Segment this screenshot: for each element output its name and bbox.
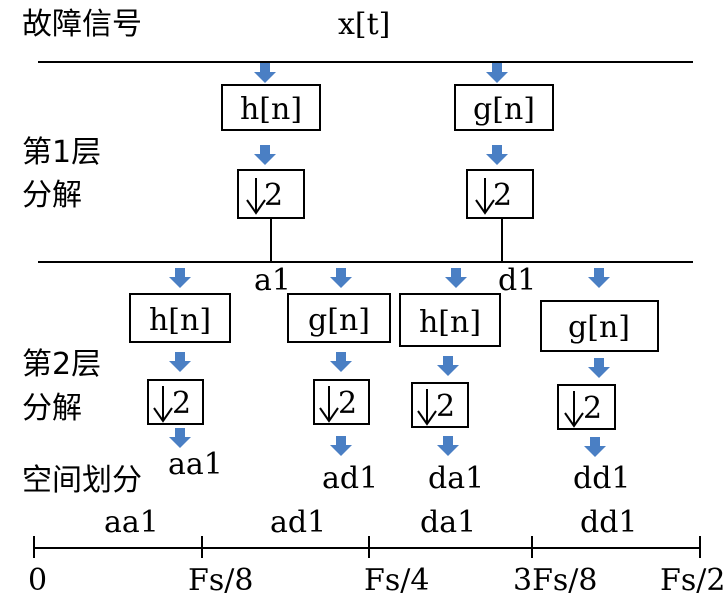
down-arrow-icon bbox=[437, 356, 459, 376]
branch-filter-label: h[n] bbox=[419, 305, 481, 340]
output-da1: da1 bbox=[428, 461, 484, 496]
branch-filter-box bbox=[540, 300, 659, 352]
band-label: da1 bbox=[420, 505, 476, 540]
downsample-factor: 2 bbox=[583, 391, 602, 426]
downsample-box bbox=[411, 382, 469, 428]
output-a1: a1 bbox=[254, 263, 291, 298]
downsample-box bbox=[557, 384, 616, 430]
down-arrow-icon bbox=[254, 145, 276, 165]
level2-label-line2: 分解 bbox=[22, 391, 82, 426]
branch-filter-label: g[n] bbox=[308, 303, 370, 338]
highpass-filter-box bbox=[454, 84, 554, 131]
output-dd1: dd1 bbox=[573, 461, 631, 496]
downsample-factor: 2 bbox=[436, 389, 455, 424]
level1-label-line2: 分解 bbox=[22, 178, 82, 213]
tick-label: Fs/8 bbox=[188, 563, 253, 598]
down-arrow-icon bbox=[588, 358, 610, 378]
highpass-filter-label: g[n] bbox=[473, 92, 535, 127]
down-arrow-icon bbox=[486, 145, 508, 165]
downsample-box bbox=[147, 379, 204, 425]
level2-label-line1: 第2层 bbox=[22, 347, 101, 382]
downsample-box bbox=[466, 169, 534, 219]
down-arrow-icon bbox=[437, 436, 459, 456]
down-arrow-icon bbox=[486, 63, 508, 83]
branch-filter-box bbox=[287, 293, 391, 343]
down-arrow-icon bbox=[330, 352, 352, 372]
tick-label: 3Fs/8 bbox=[513, 563, 598, 598]
level1-label-line1: 第1层 bbox=[22, 135, 101, 170]
branch-filter-box bbox=[399, 293, 501, 347]
downsample-box bbox=[237, 169, 305, 219]
tick-label: 0 bbox=[28, 563, 47, 598]
tick-label: Fs/4 bbox=[364, 563, 429, 598]
down-arrow-icon bbox=[330, 436, 352, 456]
down-arrow-icon bbox=[588, 268, 610, 288]
output-ad1: ad1 bbox=[322, 461, 378, 496]
fault-signal-label: 故障信号 bbox=[22, 7, 142, 42]
down-arrow-icon bbox=[169, 428, 191, 448]
lowpass-filter-box bbox=[221, 84, 321, 131]
downsample-factor: 2 bbox=[264, 178, 283, 213]
lowpass-filter-label: h[n] bbox=[240, 92, 302, 127]
output-aa1: aa1 bbox=[168, 447, 223, 482]
down-arrow-icon bbox=[169, 352, 191, 372]
down-arrow-icon bbox=[254, 63, 276, 83]
band-label: aa1 bbox=[104, 505, 159, 540]
down-arrow-icon bbox=[584, 437, 606, 457]
down-arrow-icon bbox=[330, 268, 352, 288]
band-label: ad1 bbox=[270, 505, 326, 540]
signal-name: x[t] bbox=[338, 7, 390, 42]
down-arrow-icon bbox=[445, 268, 467, 288]
band-label: dd1 bbox=[580, 505, 638, 540]
downsample-box bbox=[313, 379, 370, 425]
space-partition-label: 空间划分 bbox=[22, 463, 142, 498]
branch-filter-box bbox=[129, 293, 231, 343]
down-arrow-icon bbox=[169, 268, 191, 288]
branch-filter-label: g[n] bbox=[568, 310, 630, 345]
downsample-factor: 2 bbox=[172, 386, 191, 421]
downsample-factor: 2 bbox=[338, 386, 357, 421]
downsample-factor: 2 bbox=[493, 178, 512, 213]
output-d1: d1 bbox=[498, 263, 536, 298]
branch-filter-label: h[n] bbox=[149, 303, 211, 338]
tick-label: Fs/2 bbox=[660, 563, 725, 598]
